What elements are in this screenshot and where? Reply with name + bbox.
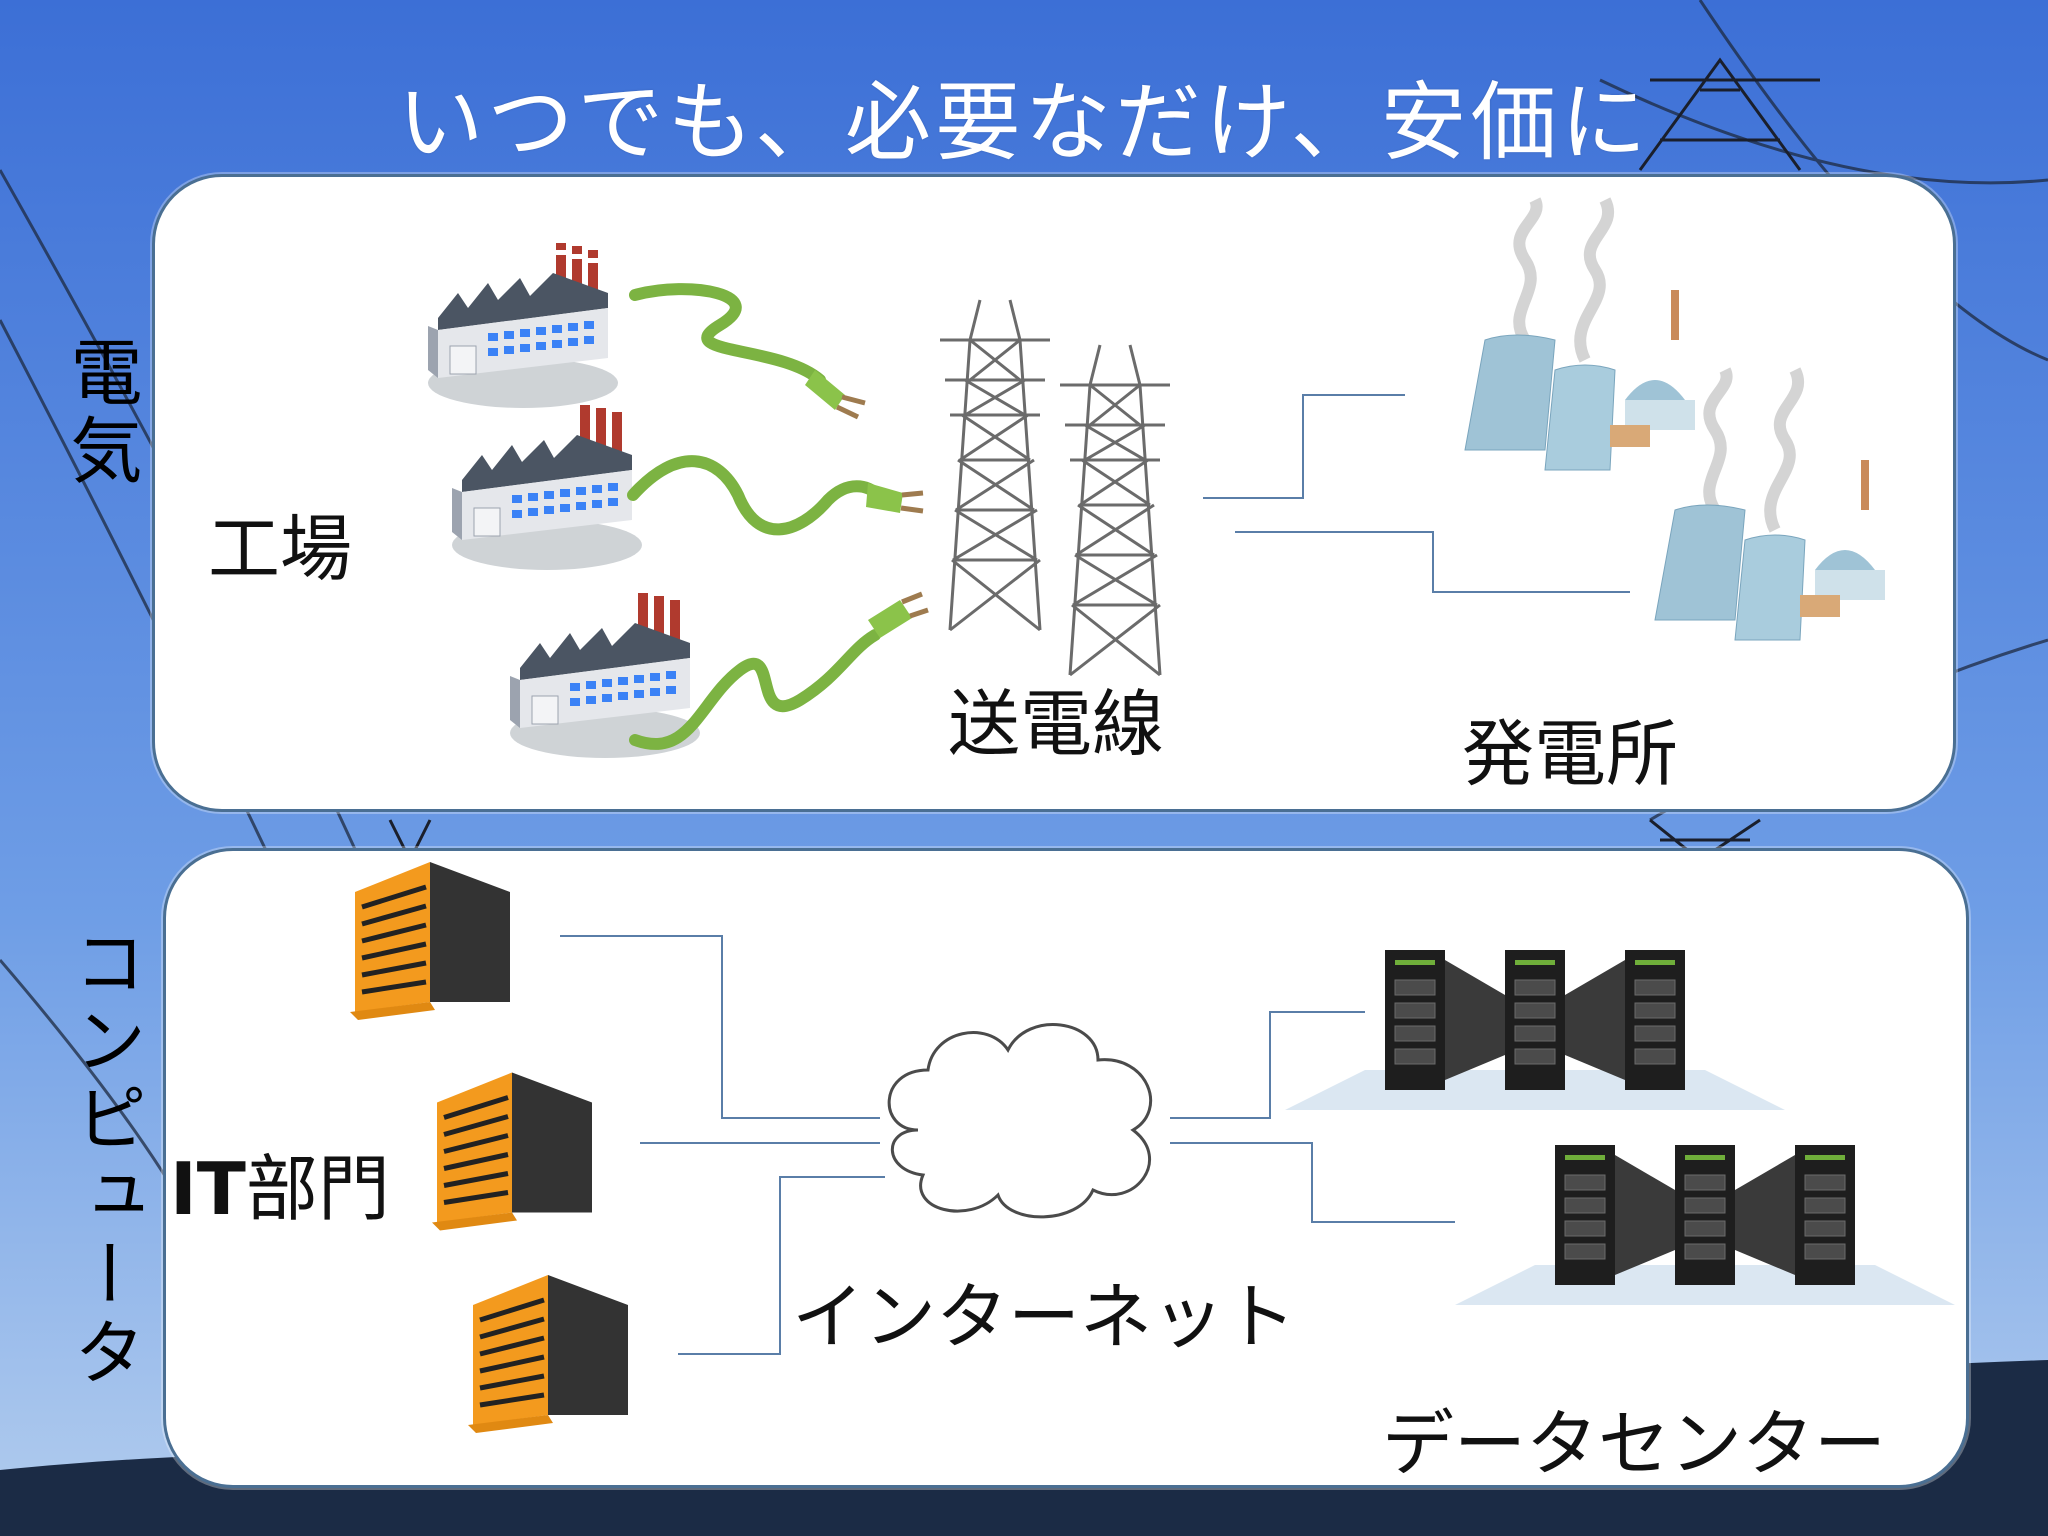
server-rack-icon: [1285, 950, 1785, 1110]
factory-icon: [428, 243, 618, 408]
slide-title: いつでも、必要なだけ、安価に: [397, 73, 1651, 173]
factory-label: 工場: [208, 507, 353, 591]
internet-label: インターネット: [792, 1275, 1297, 1359]
transmission-tower-icon: [940, 299, 1050, 632]
it-department-label: IT部門: [170, 1130, 390, 1235]
power-plant-icon: [1464, 197, 1695, 471]
datacenter-label: データセンター: [1382, 1402, 1887, 1486]
power-plug-icon: [627, 455, 924, 536]
office-building-icon: [468, 1275, 628, 1433]
power-plug-icon: [629, 283, 866, 420]
electricity-section-label: 電気: [58, 335, 142, 491]
office-building-icon: [350, 862, 510, 1020]
cloud-icon: [887, 1023, 1152, 1219]
transmission-tower-icon: [1060, 344, 1170, 677]
computer-section-label: コンピュータ: [62, 925, 146, 1393]
server-rack-icon: [1455, 1145, 1955, 1305]
power-plug-icon: [629, 591, 929, 750]
factory-icon: [510, 593, 700, 758]
power-plant-icon: [1654, 367, 1885, 641]
power-plant-label: 発電所: [1462, 712, 1679, 796]
it-label-bold: IT: [170, 1147, 246, 1231]
office-building-icon: [432, 1072, 592, 1231]
transmission-line-label: 送電線: [948, 682, 1165, 766]
it-label-rest: 部門: [245, 1147, 390, 1231]
factory-icon: [452, 405, 642, 570]
